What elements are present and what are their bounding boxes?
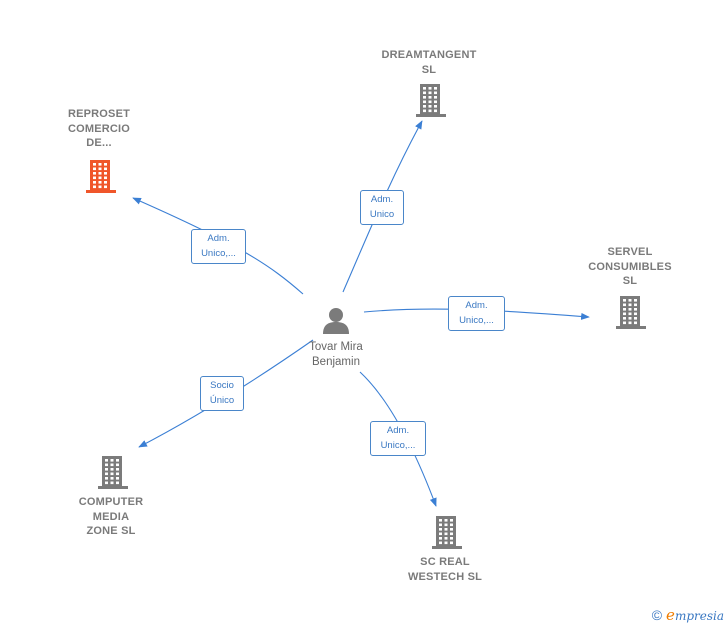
company-label-reproset[interactable]: REPROSET COMERCIO DE... <box>67 108 131 149</box>
person-icon[interactable] <box>323 308 349 334</box>
relation-label-reproset: Adm. Unico,... <box>191 229 246 264</box>
building-icon[interactable] <box>98 456 128 489</box>
building-icon[interactable] <box>432 516 462 549</box>
relation-label-dreamtangent: Adm. Unico <box>360 190 404 225</box>
brand-logo-initial: e <box>666 606 675 624</box>
relation-label-servel: Adm. Unico,... <box>448 296 505 331</box>
copyright-icon: © <box>651 607 663 623</box>
company-label-servel[interactable]: SERVEL CONSUMIBLES SL <box>588 246 672 287</box>
company-label-computer[interactable]: COMPUTER MEDIA ZONE SL <box>78 496 144 537</box>
building-icon[interactable] <box>416 84 446 117</box>
relation-label-screal: Adm. Unico,... <box>370 421 426 456</box>
relation-label-computer: Socio Único <box>200 376 244 411</box>
brand-logo-text: mpresia <box>674 609 724 623</box>
company-label-dreamtangent[interactable]: DREAMTANGENT SL <box>381 49 477 76</box>
company-label-screal[interactable]: SC REAL WESTECH SL <box>407 556 483 583</box>
building-icon[interactable] <box>86 160 116 193</box>
building-icon[interactable] <box>616 296 646 329</box>
footer-brand: ©empresia <box>652 606 724 624</box>
person-name[interactable]: Tovar Mira Benjamin <box>309 341 363 368</box>
